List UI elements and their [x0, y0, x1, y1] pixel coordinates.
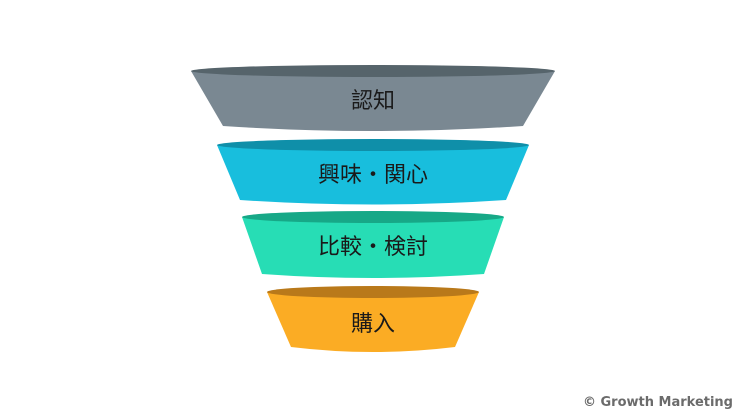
funnel-stage-2-label: 興味・関心 [318, 163, 428, 188]
copyright-credit: © Growth Marketing [582, 395, 733, 410]
funnel-stage-2-body [217, 145, 529, 205]
funnel-stage-4-body [267, 292, 479, 352]
funnel-stage-2-rim [217, 139, 529, 151]
funnel-stage-1-body [191, 71, 555, 131]
funnel-stage-4: 購入 [267, 286, 479, 352]
funnel-stage-1: 認知 [191, 65, 555, 131]
funnel-stage-3: 比較・検討 [242, 211, 504, 278]
funnel-stage-3-rim [242, 211, 504, 223]
funnel-stage-1-label: 認知 [351, 89, 395, 114]
funnel-stage-4-label: 購入 [351, 312, 395, 337]
funnel-stage-4-rim [267, 286, 479, 298]
funnel-stage-2: 興味・関心 [217, 139, 529, 205]
funnel-stage-1-rim [191, 65, 555, 77]
funnel-stage-3-label: 比較・検討 [318, 235, 428, 260]
funnel-stage-3-body [242, 217, 504, 278]
